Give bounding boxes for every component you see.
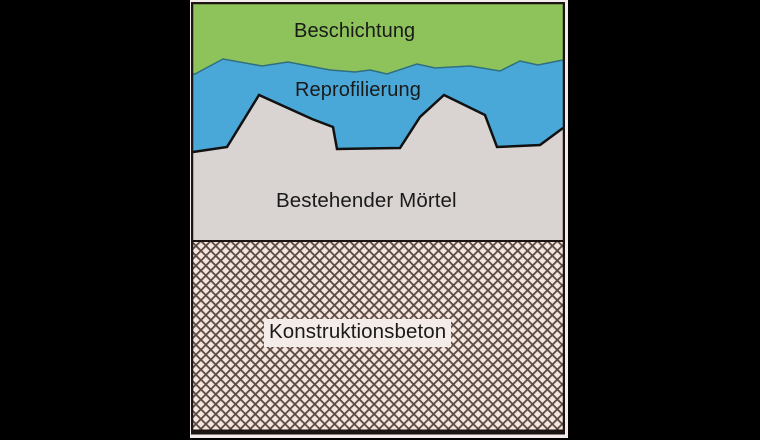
coating-label: Beschichtung [294, 20, 416, 42]
existing-mortar-label: Bestehender Mörtel [276, 189, 457, 212]
coating-boundary-line [193, 58, 564, 75]
structural-concrete-label: Konstruktionsbeton [264, 319, 452, 347]
layer-cross-section-diagram: Beschichtung Reprofilierung Bestehender … [191, 2, 565, 436]
substrate-profile-line [192, 93, 564, 154]
reprofiling-label: Reprofilierung [295, 79, 421, 101]
coating-layer [193, 4, 563, 74]
